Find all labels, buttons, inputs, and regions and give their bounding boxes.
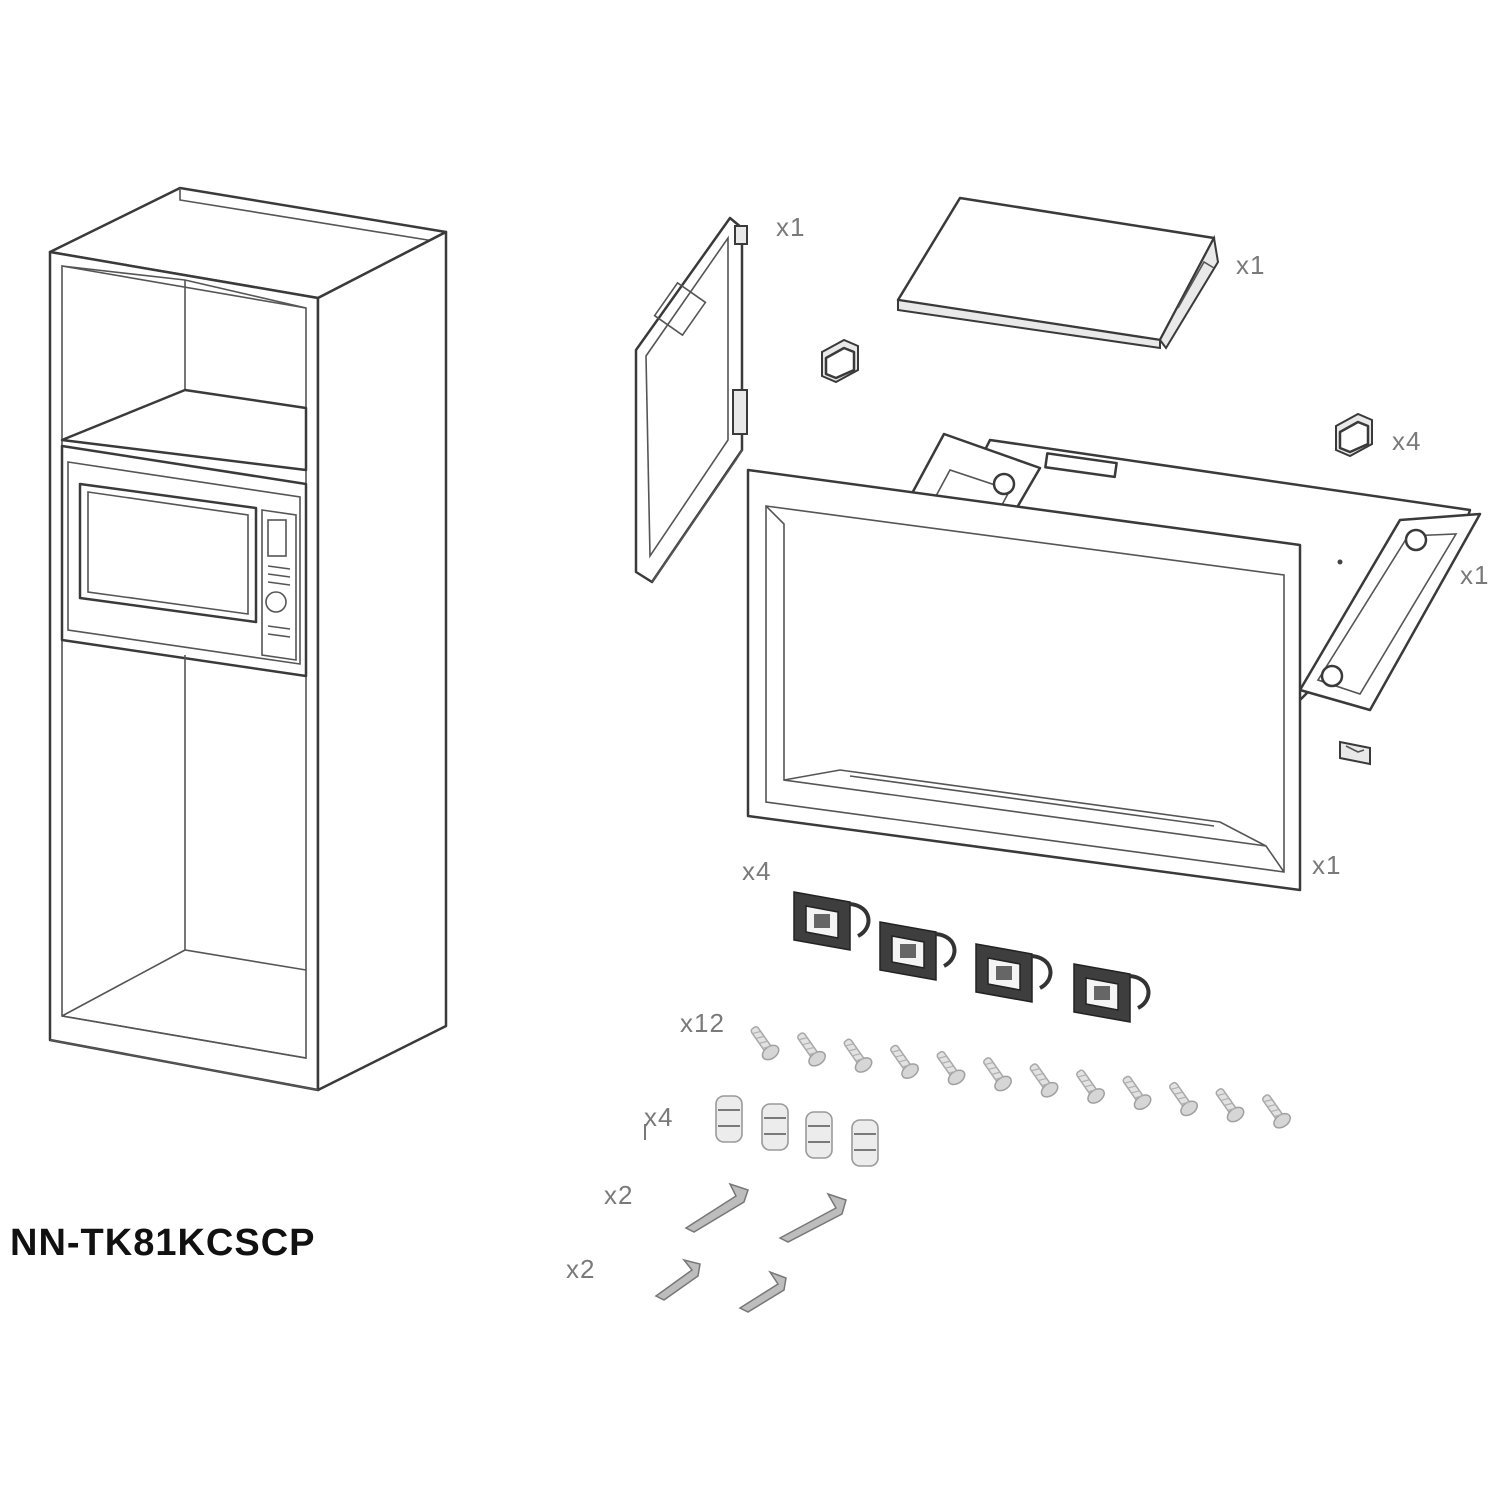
- qty-label-base-rail-frame: x1: [1460, 560, 1490, 590]
- clip-parts: [793, 891, 1151, 1023]
- qty-label-long-brackets: x2: [604, 1180, 634, 1210]
- screw-icon: [750, 1026, 780, 1061]
- screw-icon: [1076, 1069, 1105, 1104]
- clip-icon: [793, 891, 871, 951]
- tall-cabinet-illustration: [48, 186, 448, 1092]
- trim-frame-part: [746, 468, 1302, 892]
- screw-icon: [983, 1057, 1012, 1092]
- screw-icon: [1029, 1063, 1059, 1098]
- qty-label-trim-frame: x1: [1312, 850, 1342, 880]
- screw-parts: [750, 1026, 1291, 1129]
- short-bracket-parts: [654, 1258, 787, 1313]
- plug-icon: [805, 1111, 833, 1159]
- side-panel-part: [634, 216, 748, 584]
- qty-label-clips: x4: [742, 856, 772, 886]
- clip-icon: [975, 943, 1053, 1003]
- qty-label-screws: x12: [680, 1008, 725, 1038]
- qty-label-side-panel: x1: [776, 212, 806, 242]
- plug-icon: [761, 1103, 789, 1151]
- qty-label-corner-brackets: x4: [1392, 426, 1422, 456]
- plug-parts: [644, 1095, 879, 1167]
- plug-icon: [715, 1095, 743, 1143]
- screw-icon: [1169, 1081, 1198, 1117]
- screw-icon: [1215, 1088, 1245, 1123]
- plug-icon: [851, 1119, 879, 1167]
- qty-label-short-brackets: x2: [566, 1254, 596, 1284]
- screw-icon: [843, 1038, 873, 1073]
- qty-label-top-panel: x1: [1236, 250, 1266, 280]
- clip-icon: [1073, 963, 1151, 1023]
- qty-label-plugs: x4: [644, 1102, 674, 1132]
- screw-icon: [1122, 1075, 1152, 1111]
- model-number-label: NN-TK81KCSCP: [10, 1222, 316, 1264]
- screw-icon: [936, 1050, 966, 1086]
- long-bracket-parts: [684, 1182, 847, 1243]
- screw-icon: [797, 1032, 826, 1067]
- top-panel-part: [896, 196, 1220, 350]
- screw-icon: [890, 1044, 919, 1080]
- clip-icon: [879, 921, 957, 981]
- screw-icon: [1262, 1094, 1291, 1129]
